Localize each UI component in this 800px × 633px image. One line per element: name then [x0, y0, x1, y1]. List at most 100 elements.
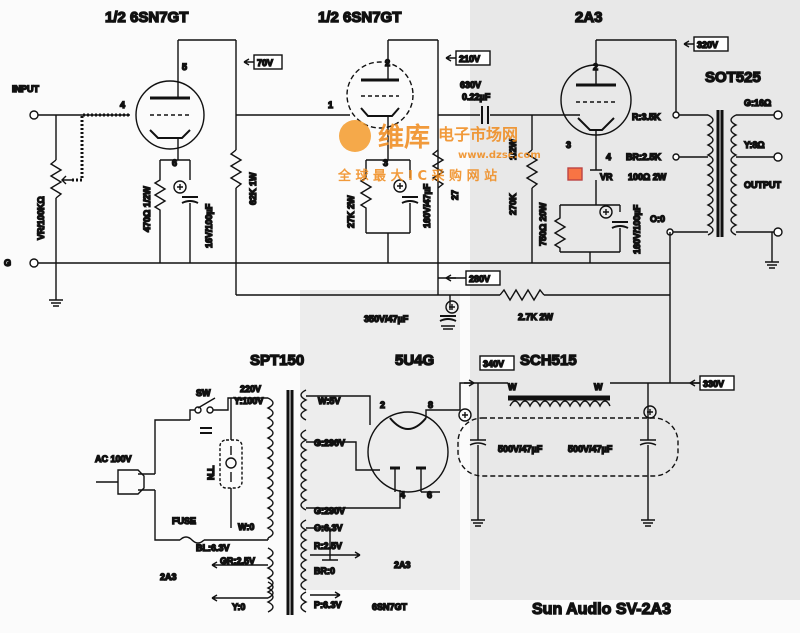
label-2a3-right: 2A3	[394, 560, 411, 570]
pin-rect-6: 6	[427, 490, 432, 500]
pt-sec-br	[300, 569, 308, 591]
r750	[553, 205, 567, 252]
arrow-70v	[243, 58, 254, 66]
pt-sec-63	[300, 519, 308, 571]
label-2a3-left: 2A3	[160, 572, 177, 582]
label-ground: G	[4, 258, 11, 268]
pin-v1-6: 6	[172, 158, 177, 168]
pt-primary	[266, 397, 274, 539]
watermark-cn: 维库	[378, 122, 430, 153]
scan-shade-2	[300, 290, 460, 590]
r62k	[229, 149, 243, 189]
pin-v2-1: 1	[328, 100, 333, 110]
wire-rect-out	[425, 382, 508, 418]
label-r470: 470Ω 1/2W	[142, 186, 152, 232]
label-v3: 2A3	[575, 9, 603, 26]
label-g290a: G:290V	[314, 438, 345, 448]
cap-c5	[469, 383, 487, 520]
pin-v2-2: 2	[385, 58, 390, 68]
label-v1: 1/2 6SN7GT	[105, 9, 188, 26]
label-y100: Y:100V	[234, 396, 263, 406]
label-pt: SPT150	[250, 352, 304, 369]
label-c2: 160V/47µF	[422, 183, 432, 228]
label-r35: R:3.5K	[632, 112, 661, 122]
choke-winding	[509, 400, 611, 408]
r470	[153, 160, 167, 263]
arrow-y0	[211, 594, 268, 602]
arrow-gr	[211, 561, 268, 569]
ground-terminal	[29, 258, 39, 268]
label-g290b: G:290V	[314, 506, 345, 516]
label-r27k: 27K 2W	[346, 195, 356, 228]
wire-5v	[306, 395, 371, 425]
v3-cath-wire	[560, 180, 620, 206]
term-y8	[773, 152, 783, 162]
c4-polarity	[445, 300, 459, 314]
label-gr25: GR:2.5V	[220, 556, 255, 566]
arrow-330v	[689, 379, 700, 387]
label-y8: Y:8Ω	[744, 140, 765, 150]
label-r750: 750Ω 20W	[538, 202, 548, 246]
term-g16	[773, 110, 783, 120]
fuse	[179, 536, 205, 544]
box-340v	[479, 355, 515, 371]
pt-sec-hv	[300, 429, 308, 511]
tube-rect	[367, 411, 449, 493]
label-r270k: 270K	[508, 193, 518, 215]
r270k	[525, 149, 539, 189]
label-g16: G:16Ω	[744, 98, 771, 108]
c1-plate-b	[181, 200, 199, 204]
c3-plate-b	[611, 225, 629, 229]
v1-cathode	[149, 129, 191, 139]
vr-resistor	[49, 159, 63, 199]
label-w0: W:0	[238, 522, 254, 532]
label-input: INPUT	[12, 84, 40, 94]
watermark-logo	[339, 120, 371, 152]
c3-plus	[603, 209, 609, 215]
volt-280v: 280V	[469, 274, 490, 284]
ground-symbol-c6	[641, 519, 655, 527]
pin-rect-4: 4	[400, 490, 405, 500]
label-w1: W	[508, 382, 517, 392]
label-br25: BR:2.5K	[626, 152, 662, 162]
caption: Sun Audio SV-2A3	[532, 601, 671, 618]
arrow-p63	[310, 591, 341, 599]
label-c5: 500V/47µF	[498, 444, 543, 454]
volt-330v: 330V	[703, 379, 724, 389]
vr-hum	[567, 167, 583, 181]
pin-v3-3: 3	[566, 140, 571, 150]
ground-symbol-c5	[471, 519, 485, 527]
pin-v3-2: 2	[593, 62, 598, 72]
label-w2: W	[594, 382, 603, 392]
box-70v	[253, 54, 283, 70]
c1-plus	[177, 184, 183, 190]
label-ac: AC 100V	[95, 454, 132, 464]
box-320v	[693, 36, 729, 52]
tube-v2	[346, 61, 414, 129]
r2k7	[499, 288, 545, 302]
label-choke: SCH515	[520, 352, 577, 369]
c1-polarity	[173, 180, 187, 194]
label-o0: O:0	[650, 214, 665, 224]
watermark-slogan: 全 球 最 大 I C 采 购 网 站	[337, 168, 497, 184]
wire-sw	[189, 397, 268, 420]
label-vr: VR/100KΩ	[36, 196, 46, 240]
label-r62k: 62K 1W	[248, 172, 258, 205]
label-cap630: 630V	[460, 80, 481, 90]
box-280v	[465, 270, 501, 286]
tap-br25k	[672, 153, 680, 161]
c5-plus	[462, 412, 468, 418]
wire-o63	[306, 527, 338, 561]
arrow-r25	[310, 551, 361, 559]
volt-210v: 210V	[459, 54, 480, 64]
label-br0: BR:0	[314, 566, 335, 576]
label-ot: SOT525	[705, 69, 761, 86]
pin-v2-3: 3	[383, 158, 388, 168]
label-v2: 1/2 6SN7GT	[318, 9, 401, 26]
ground-symbol-1	[49, 299, 63, 307]
pin-rect-2: 2	[380, 400, 385, 410]
input-terminal	[29, 110, 39, 120]
c2-polarity	[393, 179, 407, 193]
